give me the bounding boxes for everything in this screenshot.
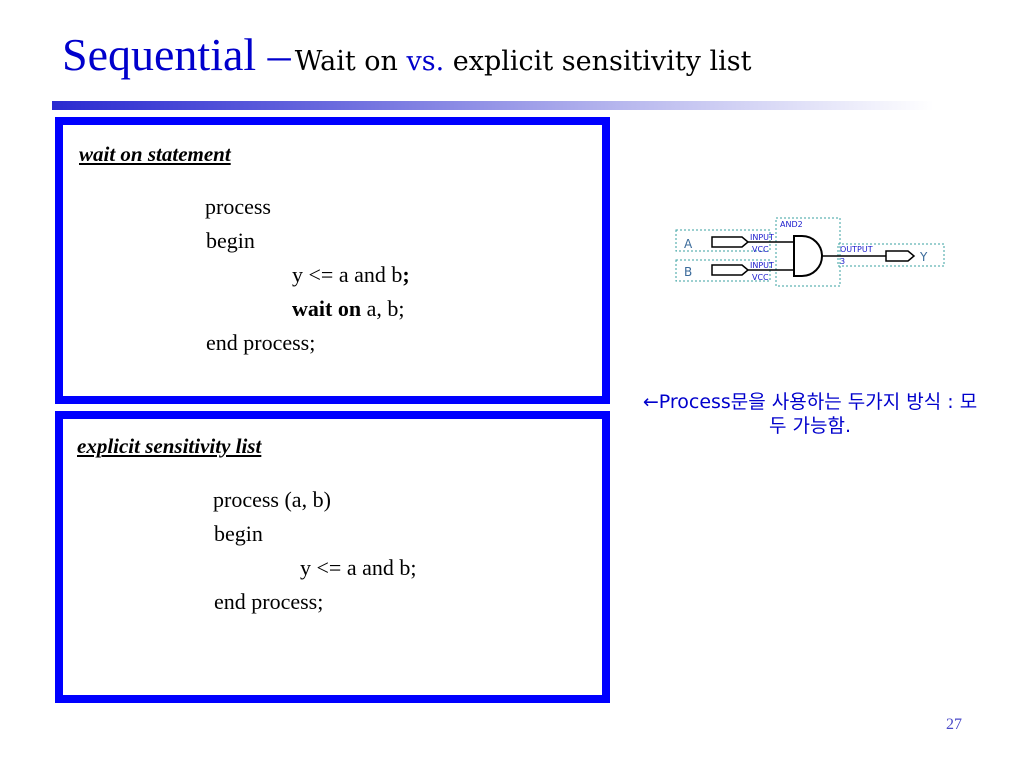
process-note-text: Process문을 사용하는 두가지 방식 : 모두 가능함. (658, 391, 978, 437)
slide-title: Sequential – Wait on vs. explicit sensit… (62, 28, 752, 81)
code-begin-sens: begin (214, 521, 263, 546)
wait-on-heading: wait on statement (79, 142, 231, 166)
code-wait-on: wait on a, b; (292, 296, 404, 322)
input-a-tag: INPUT (750, 233, 774, 242)
output-y-pin-icon (885, 250, 916, 262)
wait-on-box: wait on statement process begin y <= a a… (55, 117, 610, 404)
output-tag: OUTPUT (840, 245, 873, 254)
sensitivity-list-box: explicit sensitivity list process (a, b)… (55, 411, 610, 703)
output-pin-label: 3 (840, 257, 845, 266)
code-wait-args: a, b; (361, 296, 405, 321)
process-note: ←Process문을 사용하는 두가지 방식 : 모두 가능함. (640, 390, 980, 438)
input-b-vcc: VCC (752, 273, 769, 282)
code-assign-sens: y <= a and b; (300, 555, 417, 580)
code-process: process (205, 194, 271, 219)
input-a-pin-icon (711, 236, 750, 248)
input-b-pin-icon (711, 264, 750, 276)
page-number: 27 (946, 716, 962, 733)
and-gate-schematic: A B INPUT VCC INPUT VCC AND2 OUTPUT 3 Y (675, 217, 945, 287)
and-gate-icon (793, 235, 823, 277)
title-sub-vs: vs. (406, 46, 445, 77)
title-underline-rule (52, 101, 934, 110)
left-arrow-icon: ← (642, 391, 659, 413)
code-assign-text: y <= a and b (292, 262, 403, 287)
code-assign: y <= a and b; (292, 262, 410, 288)
code-process-sens: process (a, b) (213, 487, 331, 512)
title-sub-part2: explicit sensitivity list (452, 46, 752, 77)
title-sub-part1: Wait on (294, 46, 398, 77)
input-a-label: A (684, 237, 693, 251)
input-b-label: B (684, 265, 692, 279)
title-subtitle: Wait on vs. explicit sensitivity list (295, 46, 752, 77)
code-assign-semicolon: ; (402, 262, 410, 287)
gate-label: AND2 (780, 220, 803, 229)
input-b-tag: INPUT (750, 261, 774, 270)
sensitivity-heading: explicit sensitivity list (77, 434, 262, 458)
title-main: Sequential – (62, 29, 291, 80)
code-wait-keyword: wait on (292, 296, 362, 321)
code-end-process: end process; (206, 330, 316, 355)
code-begin: begin (206, 228, 255, 253)
output-y-label: Y (919, 250, 928, 264)
code-end-process-sens: end process; (214, 589, 324, 614)
input-a-vcc: VCC (752, 245, 769, 254)
